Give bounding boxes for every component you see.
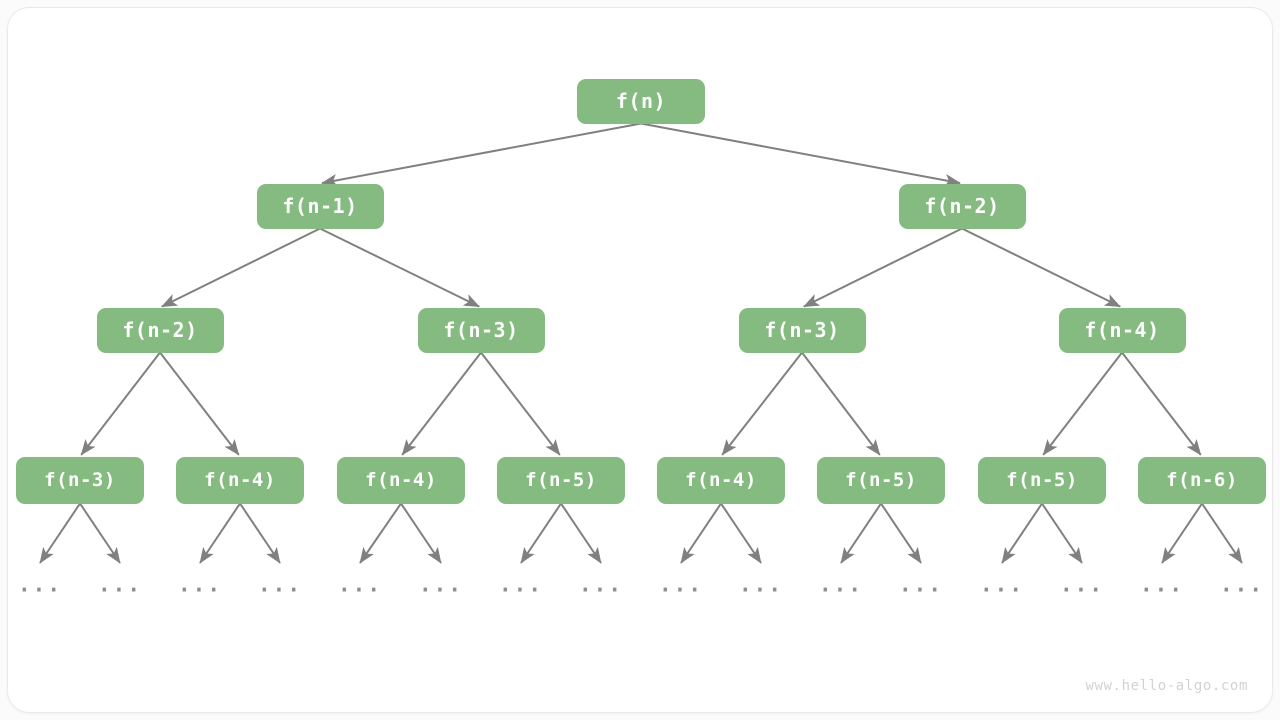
tree-node-n8: f(n-4) xyxy=(176,456,304,504)
ellipsis-marker: ... xyxy=(579,572,623,597)
tree-node-n12: f(n-5) xyxy=(817,456,945,504)
ellipsis-marker: ... xyxy=(18,572,62,597)
tree-node-label: f(n-3) xyxy=(44,469,116,491)
tree-node-n4: f(n-3) xyxy=(417,307,545,353)
ellipsis-marker: ... xyxy=(819,572,863,597)
tree-node-n1: f(n-1) xyxy=(256,183,384,229)
ellipsis-marker: ... xyxy=(98,572,142,597)
ellipsis-marker: ... xyxy=(338,572,382,597)
ellipsis-marker: ... xyxy=(899,572,943,597)
tree-node-label: f(n) xyxy=(615,89,667,113)
ellipsis-marker: ... xyxy=(258,572,302,597)
tree-node-label: f(n-2) xyxy=(122,318,198,342)
tree-node-label: f(n-5) xyxy=(1006,469,1078,491)
tree-node-n9: f(n-4) xyxy=(337,456,465,504)
ellipsis-marker: ... xyxy=(419,572,463,597)
tree-node-n13: f(n-5) xyxy=(978,456,1106,504)
tree-node-label: f(n-4) xyxy=(204,469,276,491)
tree-node-label: f(n-4) xyxy=(685,469,757,491)
tree-node-n5: f(n-3) xyxy=(738,307,866,353)
tree-node-n10: f(n-5) xyxy=(497,456,625,504)
tree-node-label: f(n-4) xyxy=(365,469,437,491)
tree-node-label: f(n-6) xyxy=(1166,469,1238,491)
ellipsis-marker: ... xyxy=(178,572,222,597)
ellipsis-marker: ... xyxy=(980,572,1024,597)
ellipsis-marker: ... xyxy=(1140,572,1184,597)
ellipsis-marker: ... xyxy=(499,572,543,597)
ellipsis-marker: ... xyxy=(659,572,703,597)
tree-node-n0: f(n) xyxy=(577,78,705,124)
tree-node-n6: f(n-4) xyxy=(1058,307,1186,353)
ellipsis-marker: ... xyxy=(739,572,783,597)
tree-node-label: f(n-5) xyxy=(525,469,597,491)
tree-node-label: f(n-2) xyxy=(924,194,1000,218)
tree-node-n3: f(n-2) xyxy=(96,307,224,353)
watermark: www.hello-algo.com xyxy=(1085,678,1248,694)
tree-node-label: f(n-3) xyxy=(443,318,519,342)
tree-node-label: f(n-1) xyxy=(282,194,358,218)
ellipsis-marker: ... xyxy=(1220,572,1264,597)
tree-node-label: f(n-5) xyxy=(845,469,917,491)
ellipsis-marker: ... xyxy=(1060,572,1104,597)
tree-node-n14: f(n-6) xyxy=(1138,456,1266,504)
tree-node-label: f(n-4) xyxy=(1084,318,1160,342)
tree-node-n11: f(n-4) xyxy=(657,456,785,504)
tree-node-n7: f(n-3) xyxy=(16,456,144,504)
tree-node-label: f(n-3) xyxy=(764,318,840,342)
tree-node-n2: f(n-2) xyxy=(898,183,1026,229)
